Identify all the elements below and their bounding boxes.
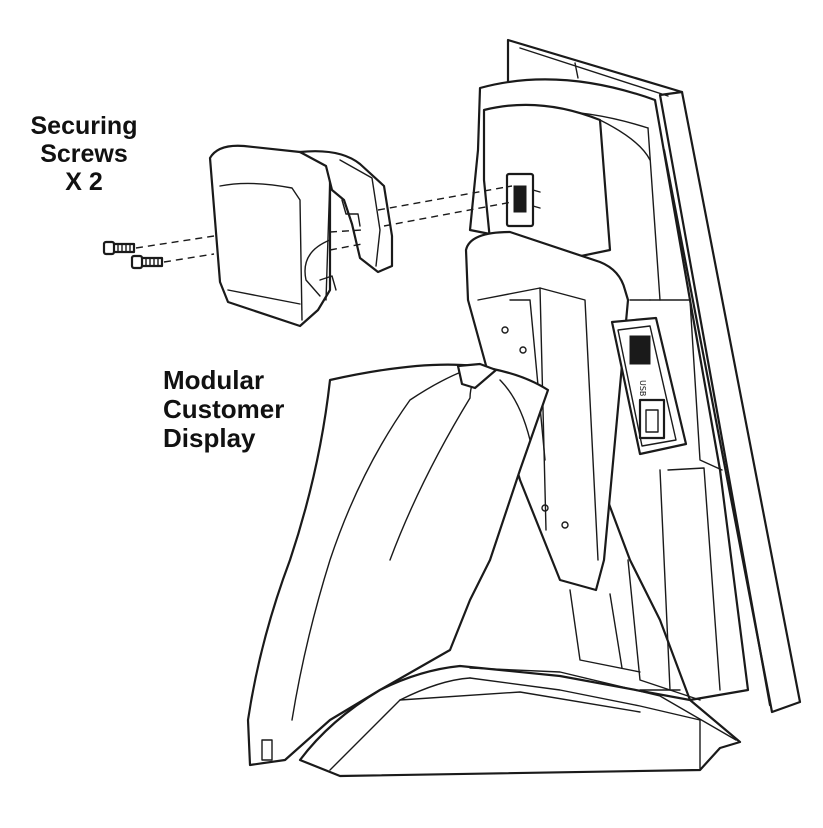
securing-screw-2	[130, 254, 164, 270]
customer-display-module	[208, 144, 394, 328]
stand-base	[298, 664, 742, 778]
stand-column	[246, 362, 550, 767]
hinge-plate	[464, 230, 630, 592]
usb-port-text: USB	[638, 380, 647, 396]
display-label-line1: Modular	[163, 365, 265, 395]
securing-screws-label-line1: Securing	[30, 112, 138, 140]
display-label-line3: Display	[163, 423, 256, 454]
securing-screws-label: Securing Screws X 2	[14, 112, 154, 196]
alignment-guides	[135, 185, 513, 263]
usb-port-panel: USB	[610, 316, 688, 456]
securing-screws-label-line2: Screws	[40, 140, 128, 168]
securing-screw-1	[102, 240, 136, 256]
housing-side-strip	[569, 559, 701, 701]
modular-customer-display-label: Modular Customer Display	[163, 365, 363, 454]
display-label-line2: Customer	[163, 394, 285, 425]
display-mount-block	[482, 103, 651, 264]
securing-screws-label-line3: X 2	[65, 168, 103, 196]
